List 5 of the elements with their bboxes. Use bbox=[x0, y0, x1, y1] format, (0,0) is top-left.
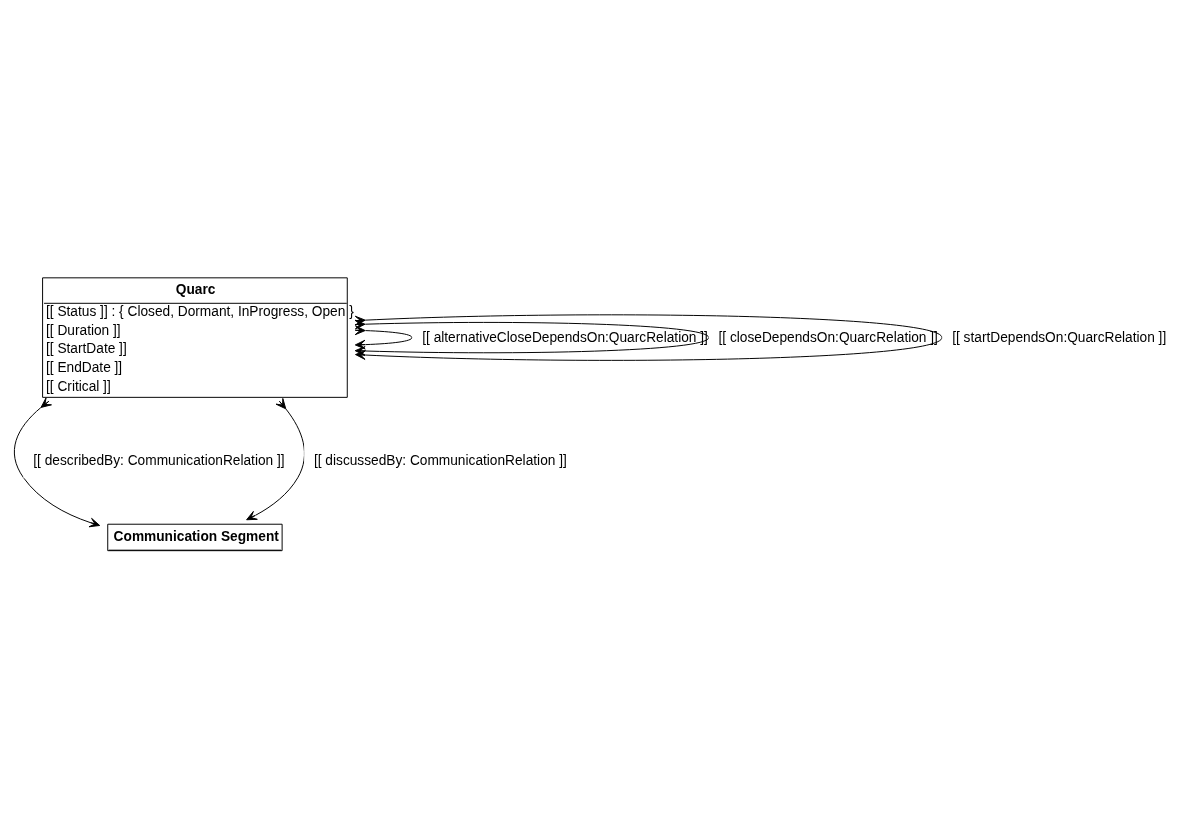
edge-label: [[ discussedBy: CommunicationRelation ]] bbox=[313, 452, 567, 468]
edge-label: [[ alternativeCloseDependsOn:QuarcRelation ]] bbox=[422, 329, 708, 345]
edge-label: [[ closeDependsOn:QuarcRelation ]] bbox=[718, 329, 938, 345]
edge-label: [[ startDependsOn:QuarcRelation ]] bbox=[952, 329, 1167, 345]
edge-label: [[ describedBy: CommunicationRelation ]] bbox=[33, 452, 285, 468]
